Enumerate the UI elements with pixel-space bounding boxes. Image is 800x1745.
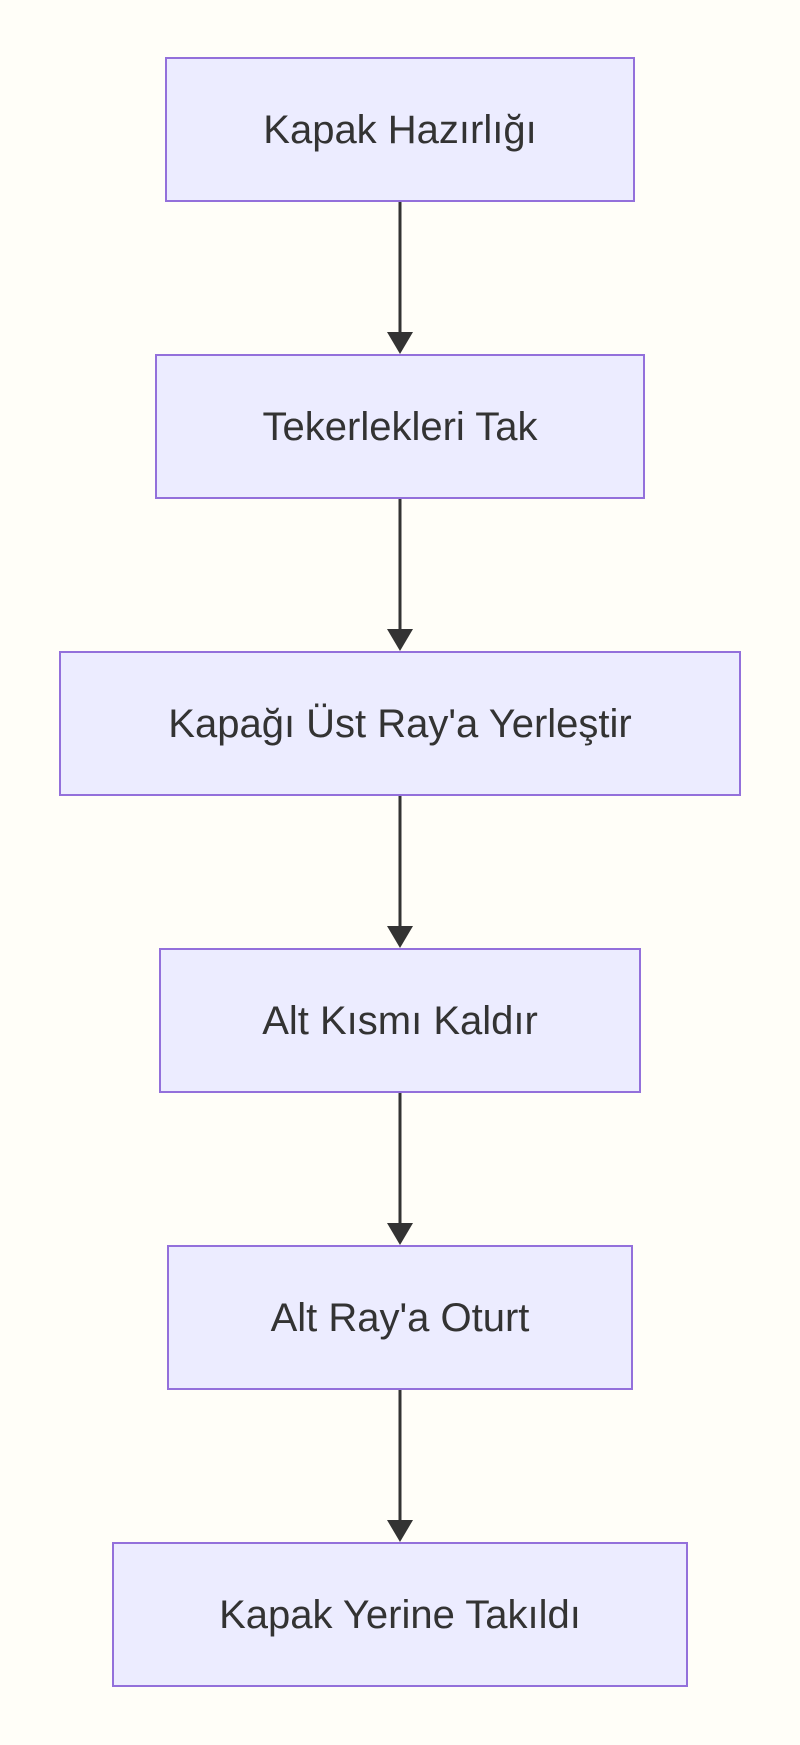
node-label: Kapağı Üst Ray'a Yerleştir [168,701,632,746]
arrow-line [398,499,402,633]
flowchart-node-alt-raya-oturt: Alt Ray'a Oturt [167,1245,633,1390]
arrow-line [398,1390,402,1524]
edge-arrow-1 [386,202,414,354]
flowchart-node-tekerlekleri-tak: Tekerlekleri Tak [155,354,645,499]
flowchart-node-kapak-hazirligi: Kapak Hazırlığı [165,57,635,202]
arrow-line [398,796,402,930]
flowchart-node-kapak-yerine-takildi: Kapak Yerine Takıldı [112,1542,688,1687]
arrow-line [398,202,402,336]
arrow-head-icon [387,926,413,948]
edge-arrow-4 [386,1093,414,1245]
arrow-head-icon [387,1520,413,1542]
arrow-head-icon [387,629,413,651]
node-label: Alt Ray'a Oturt [270,1295,530,1340]
edge-arrow-2 [386,499,414,651]
arrow-head-icon [387,1223,413,1245]
flowchart-node-alt-kismi-kaldir: Alt Kısmı Kaldır [159,948,641,1093]
flowchart-node-kapagi-ust-raya-yerlestir: Kapağı Üst Ray'a Yerleştir [59,651,741,796]
node-label: Tekerlekleri Tak [262,404,538,449]
arrow-head-icon [387,332,413,354]
node-label: Alt Kısmı Kaldır [262,998,538,1043]
edge-arrow-3 [386,796,414,948]
node-label: Kapak Hazırlığı [263,107,537,152]
arrow-line [398,1093,402,1227]
node-label: Kapak Yerine Takıldı [219,1592,581,1637]
edge-arrow-5 [386,1390,414,1542]
